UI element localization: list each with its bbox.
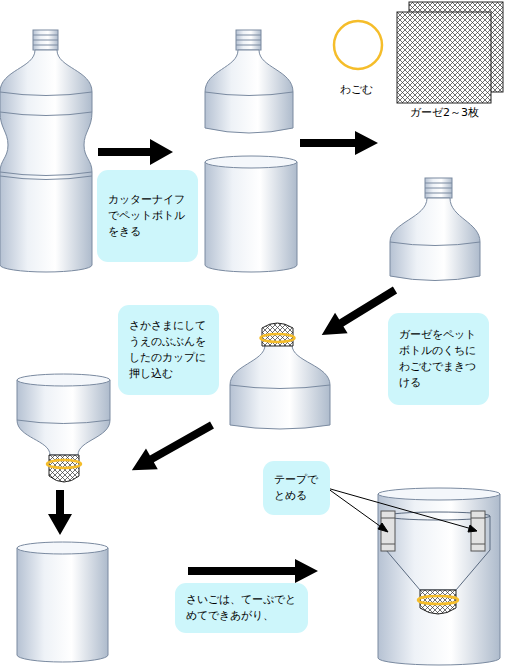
step-arrow: [126, 415, 218, 481]
callout-text: テープでとめる: [274, 472, 319, 504]
step-arrow: [300, 131, 378, 155]
part-label: わごむ: [340, 83, 373, 97]
rubber-band: [418, 596, 458, 604]
rubber-band: [47, 460, 81, 468]
leader-lines: [327, 488, 477, 532]
bottle-top: [230, 345, 330, 429]
finished-filter: [378, 488, 500, 665]
callout-text: カッターナイフでペットボトルをきる: [108, 192, 187, 240]
bottle-band: [17, 420, 110, 424]
funnel-rim: [17, 374, 110, 386]
step-arrows: [48, 131, 401, 583]
callout-bubble: さいごは、てーぷでとめてできあがり、: [175, 583, 308, 633]
cap-thread: [425, 183, 452, 193]
cup-body: [17, 548, 108, 662]
callout-text: さいごは、てーぷでとめてできあがり、: [186, 592, 297, 624]
callout-bubble: ガーゼをペットボトルのくちにわごむでまきつける: [388, 313, 489, 405]
cut-top-piece: [205, 30, 293, 133]
leader-arrowhead: [468, 525, 477, 532]
bottle-band: [230, 385, 330, 389]
bottle-top: [390, 198, 480, 281]
funnel-body: [17, 380, 110, 455]
leader-arrowhead: [378, 523, 388, 532]
callout-bubble: テープでとめる: [263, 461, 330, 515]
bottom-cup: [17, 542, 108, 662]
callout-text: さかさまにしてうえのぶぶんをしたのカップに押し込む: [129, 318, 208, 382]
cup-rim: [378, 488, 500, 500]
top-piece: [390, 178, 480, 281]
part-label: ガーゼ2～3枚: [410, 106, 479, 120]
callout-bubble: さかさまにしてうえのぶぶんをしたのカップに押し込む: [118, 305, 219, 395]
step-arrow: [126, 415, 218, 481]
inverted-funnel: [17, 374, 110, 482]
bottle-band: [205, 92, 293, 96]
leader-line: [327, 488, 472, 529]
cut-bottom-cup: [205, 156, 297, 272]
rubber-band: [334, 21, 382, 69]
gauze-wrapped-top: [230, 323, 330, 429]
step-arrow: [188, 559, 318, 583]
step-arrow: [48, 490, 72, 535]
bottle-cap: [33, 30, 58, 50]
bottle-band: [390, 242, 480, 246]
rubber-band: [261, 334, 295, 342]
cup-body: [205, 162, 297, 272]
bottle-top: [205, 50, 293, 133]
cap-thread: [236, 35, 261, 45]
callout-bubble: カッターナイフでペットボトルをきる: [97, 170, 198, 262]
step-arrow: [48, 490, 72, 535]
step-arrow: [98, 139, 173, 165]
gauze-sheet: [397, 12, 491, 103]
cap-thread: [33, 35, 58, 45]
bottle-body: [0, 50, 92, 272]
full-bottle: [0, 30, 92, 272]
leader-line: [327, 488, 384, 529]
cup-rim: [17, 542, 108, 554]
bottle-cap: [425, 178, 452, 198]
cup-rim: [205, 156, 297, 168]
bottle-cap: [236, 30, 261, 50]
callout-text: ガーゼをペットボトルのくちにわごむでまきつける: [399, 327, 478, 391]
bottle-band: [0, 92, 92, 180]
